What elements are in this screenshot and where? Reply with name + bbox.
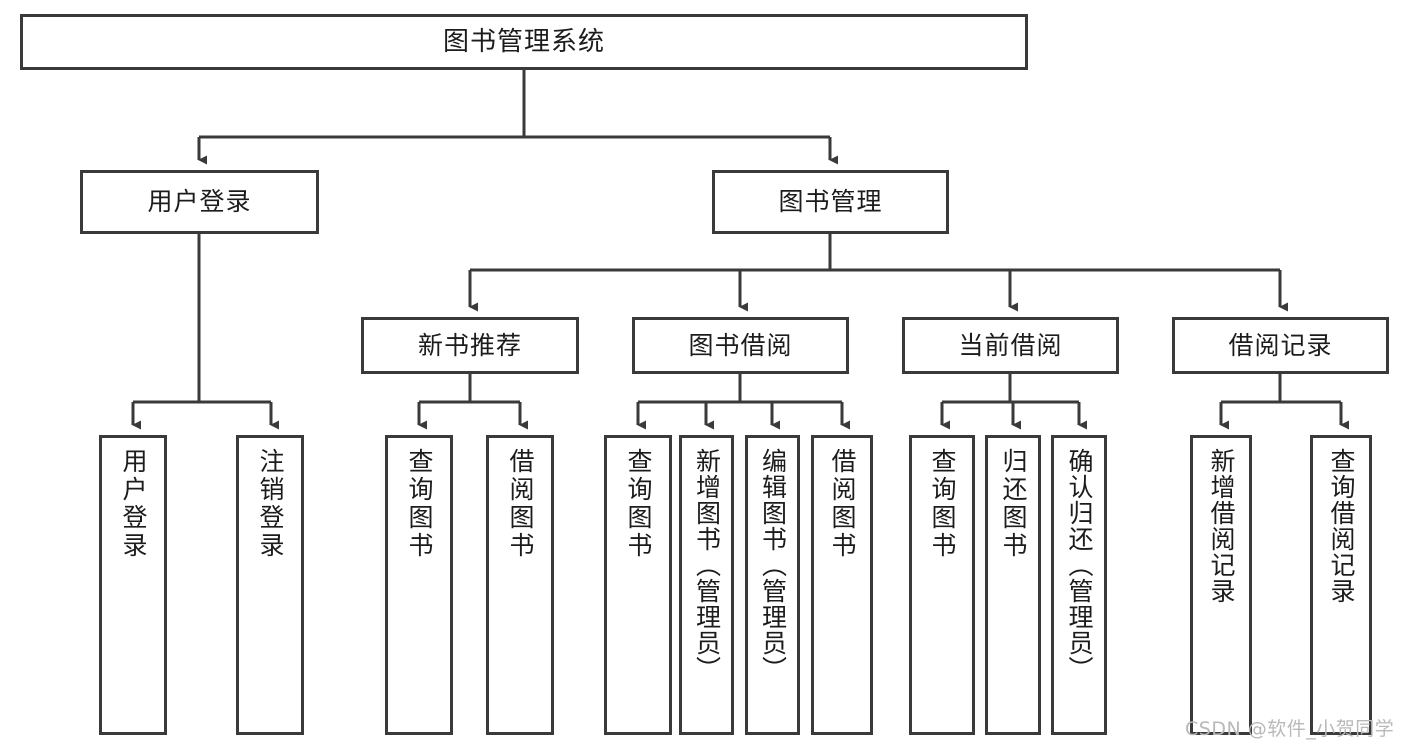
node-label: 用户登录 [147,187,252,217]
node-borrow-record[interactable]: 借阅记录 [1172,317,1389,374]
node-label: 归还图书 [999,448,1028,560]
leaf-add-book[interactable]: 新增图书（管理员） [679,435,734,735]
node-book-borrow[interactable]: 图书借阅 [632,317,849,374]
leaf-query-book-3[interactable]: 查询图书 [909,435,975,735]
node-label: 当前借阅 [958,330,1063,360]
node-root-system[interactable]: 图书管理系统 [20,14,1028,70]
node-label: 借阅图书 [828,448,857,560]
node-user-login[interactable]: 用户登录 [80,170,319,234]
node-current-borrow[interactable]: 当前借阅 [902,317,1119,374]
leaf-confirm-return[interactable]: 确认归还（管理员） [1051,435,1107,735]
node-label: 图书借阅 [688,330,793,360]
leaf-add-record[interactable]: 新增借阅记录 [1190,435,1252,735]
node-label: 图书管理系统 [442,26,605,57]
leaf-edit-book[interactable]: 编辑图书（管理员） [745,435,800,735]
node-label: 确认归还（管理员） [1065,448,1094,682]
leaf-query-record[interactable]: 查询借阅记录 [1310,435,1372,735]
node-label: 注销登录 [256,448,285,560]
leaf-user-login[interactable]: 用户登录 [99,435,167,735]
node-label: 用户登录 [119,448,148,560]
node-book-manage[interactable]: 图书管理 [712,170,949,234]
leaf-user-logout[interactable]: 注销登录 [236,435,304,735]
node-new-book-rec[interactable]: 新书推荐 [361,317,579,374]
node-label: 图书管理 [778,187,883,217]
node-label: 借阅图书 [506,448,535,560]
leaf-borrow-book-2[interactable]: 借阅图书 [811,435,873,735]
node-label: 查询借阅记录 [1327,448,1356,604]
node-label: 新增图书（管理员） [692,448,722,682]
node-label: 借阅记录 [1228,330,1333,360]
csdn-watermark: CSDN @软件_小贺同学 [1185,718,1395,740]
node-label: 新增借阅记录 [1207,448,1236,604]
node-label: 查询图书 [405,448,434,560]
leaf-return-book[interactable]: 归还图书 [985,435,1041,735]
leaf-borrow-book-1[interactable]: 借阅图书 [486,435,554,735]
leaf-query-book-2[interactable]: 查询图书 [604,435,672,735]
node-label: 查询图书 [624,448,653,560]
node-label: 编辑图书（管理员） [758,448,788,682]
node-label: 查询图书 [928,448,957,560]
node-label: 新书推荐 [417,330,522,360]
leaf-query-book-1[interactable]: 查询图书 [385,435,453,735]
